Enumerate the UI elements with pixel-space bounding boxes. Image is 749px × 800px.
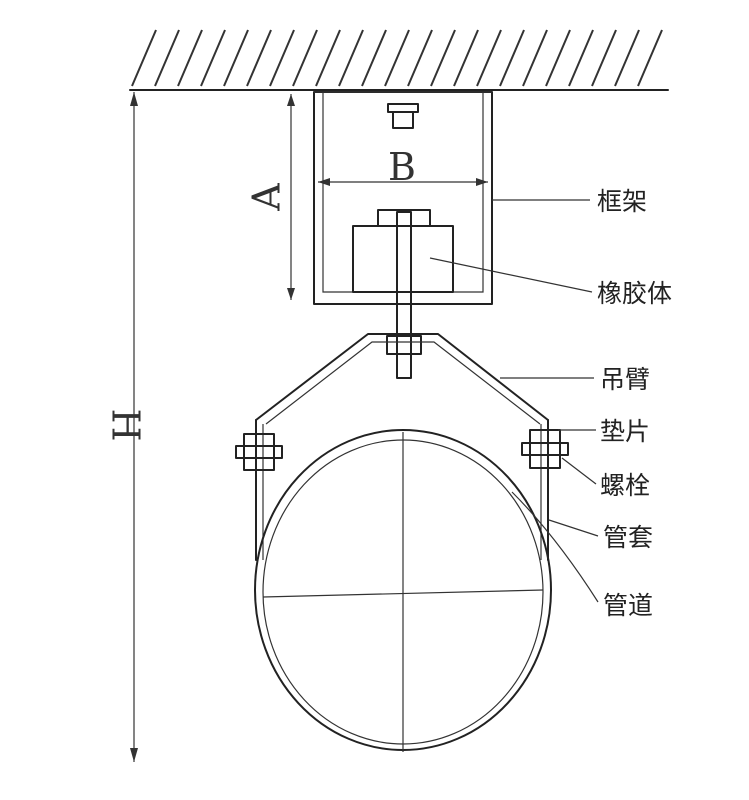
left-bolt-icon bbox=[235, 445, 283, 459]
pipe-centerline-horizontal bbox=[262, 589, 544, 598]
label-rubber: 橡胶体 bbox=[597, 279, 672, 308]
hatch-mark bbox=[453, 29, 479, 87]
b-arrow-left bbox=[318, 178, 330, 186]
hatch-mark bbox=[338, 29, 364, 87]
arm-outer bbox=[255, 333, 549, 421]
label-frame: 框架 bbox=[597, 187, 647, 216]
hatch-mark bbox=[384, 29, 410, 87]
label-bolt: 螺栓 bbox=[600, 471, 650, 500]
hatch-mark bbox=[476, 29, 502, 87]
hatch-mark bbox=[246, 29, 272, 87]
rubber-body bbox=[352, 209, 454, 293]
label-arm: 吊臂 bbox=[600, 365, 650, 394]
frame bbox=[313, 91, 493, 305]
rod-lower-nut bbox=[386, 335, 422, 355]
pipe-assembly bbox=[254, 429, 552, 752]
leaders bbox=[429, 199, 599, 603]
label-gasket: 垫片 bbox=[600, 417, 650, 446]
a-dimension-label: A bbox=[245, 183, 289, 212]
hatch-mark bbox=[407, 29, 433, 87]
b-arrow-right bbox=[476, 178, 488, 186]
hatch-mark bbox=[292, 29, 318, 87]
leader-pipe bbox=[511, 491, 599, 603]
dimension-b: B bbox=[318, 145, 488, 189]
hanger-rod bbox=[386, 211, 422, 379]
hatch-mark bbox=[361, 29, 387, 87]
h-arrow-top bbox=[130, 92, 138, 106]
ceiling-hatch bbox=[131, 29, 663, 87]
dimension-a: A bbox=[245, 94, 295, 300]
right-bolt-icon bbox=[521, 442, 569, 456]
hatch-mark bbox=[223, 29, 249, 87]
rubber-block bbox=[352, 225, 454, 293]
hatch-mark bbox=[430, 29, 456, 87]
hatch-mark bbox=[177, 29, 203, 87]
rod bbox=[396, 211, 412, 379]
hatch-mark bbox=[200, 29, 226, 87]
label-sleeve: 管套 bbox=[603, 523, 653, 552]
leader-rubber bbox=[429, 257, 593, 293]
a-arrow-top bbox=[287, 94, 295, 106]
top-nut-washer bbox=[387, 103, 419, 113]
arm-inner bbox=[265, 341, 541, 425]
hatch-mark bbox=[591, 29, 617, 87]
h-arrow-bottom bbox=[130, 748, 138, 762]
hatch-mark bbox=[269, 29, 295, 87]
a-arrow-bottom bbox=[287, 288, 295, 300]
hanger-arm bbox=[255, 333, 549, 425]
hatch-mark bbox=[315, 29, 341, 87]
frame-inner bbox=[322, 92, 484, 293]
leader-bolt bbox=[561, 457, 597, 485]
hatch-mark bbox=[131, 29, 157, 87]
dimension-h: H bbox=[104, 92, 148, 762]
leader-sleeve bbox=[548, 519, 599, 537]
hatch-mark bbox=[545, 29, 571, 87]
label-pipe: 管道 bbox=[603, 591, 653, 620]
hatch-mark bbox=[522, 29, 548, 87]
right-gasket bbox=[529, 429, 561, 469]
frame-outer bbox=[313, 91, 493, 305]
hatch-mark bbox=[637, 29, 663, 87]
hatch-mark bbox=[154, 29, 180, 87]
top-nut-body bbox=[392, 111, 414, 129]
h-dimension-label: H bbox=[104, 408, 148, 441]
hatch-mark bbox=[614, 29, 640, 87]
left-gasket bbox=[243, 433, 275, 471]
b-dimension-label: B bbox=[388, 145, 416, 189]
ceiling bbox=[129, 29, 669, 91]
labels: 框架 橡胶体 吊臂 垫片 螺栓 管套 管道 bbox=[597, 187, 672, 620]
top-nut bbox=[387, 103, 419, 129]
hatch-mark bbox=[568, 29, 594, 87]
right-clamp bbox=[521, 419, 569, 561]
hatch-mark bbox=[499, 29, 525, 87]
left-clamp bbox=[235, 419, 283, 561]
